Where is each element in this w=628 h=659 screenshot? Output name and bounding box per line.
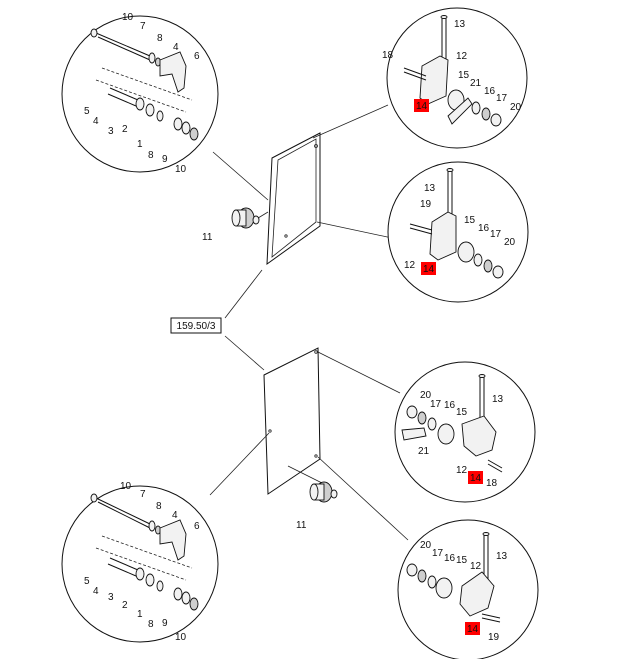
label-17c: 17 [430, 399, 442, 410]
label-14-d: 14 [467, 624, 479, 635]
label-17: 17 [496, 93, 508, 104]
label-3: 3 [108, 126, 114, 137]
label-16c: 16 [444, 400, 456, 411]
reference-label: 159.50/3 [177, 321, 216, 332]
label-15b: 15 [464, 215, 476, 226]
label-4b: 4 [93, 116, 99, 127]
label-12b: 12 [404, 260, 416, 271]
label-17b: 17 [490, 229, 502, 240]
highlight-14-d [465, 622, 480, 635]
label-2: 2 [122, 124, 128, 135]
label-11: 11 [202, 232, 213, 243]
label-21: 21 [470, 78, 482, 89]
label-10c: 10 [120, 481, 132, 492]
label-12: 12 [456, 51, 468, 62]
highlight-14-b [421, 262, 436, 275]
label-13: 13 [454, 19, 466, 30]
label-14-b: 14 [423, 264, 435, 275]
label-1b: 1 [137, 609, 143, 620]
label-5: 5 [84, 106, 90, 117]
label-10: 10 [122, 12, 134, 23]
label-15c: 15 [456, 407, 468, 418]
label-20b: 20 [504, 237, 516, 248]
label-7: 7 [140, 21, 146, 32]
label-10b: 10 [175, 164, 187, 175]
label-12d: 12 [470, 561, 482, 572]
label-19b: 19 [488, 632, 500, 643]
highlight-14-c [468, 471, 483, 484]
label-20: 20 [510, 102, 522, 113]
label-1: 1 [137, 139, 143, 150]
label-5b: 5 [84, 576, 90, 587]
label-10d: 10 [175, 632, 187, 643]
label-8: 8 [157, 33, 163, 44]
label-4: 4 [173, 42, 179, 53]
label-9: 9 [162, 154, 168, 165]
label-16b: 16 [478, 223, 490, 234]
label-15: 15 [458, 70, 470, 81]
label-9b: 9 [162, 618, 168, 629]
label-16: 16 [484, 86, 496, 97]
label-8d: 8 [148, 619, 154, 630]
label-8b: 8 [148, 150, 154, 161]
label-12c: 12 [456, 465, 468, 476]
label-18: 18 [382, 50, 394, 61]
detail-circle-lower-right-1: 20 17 16 15 13 21 12 18 14 [394, 361, 536, 503]
detail-circle-mid-right: 13 19 15 16 17 20 12 14 [387, 161, 529, 303]
label-4d: 4 [93, 586, 99, 597]
label-13c: 13 [492, 394, 504, 405]
label-13b: 13 [424, 183, 436, 194]
label-3b: 3 [108, 592, 114, 603]
label-18c: 18 [486, 478, 498, 489]
label-4c: 4 [172, 510, 178, 521]
detail-circle-bottom-left: 10 7 8 4 6 5 4 3 2 1 8 9 10 [61, 481, 219, 643]
label-8c: 8 [156, 501, 162, 512]
label-11b: 11 [296, 520, 307, 531]
reference-box: 159.50/3 [170, 317, 222, 334]
label-19: 19 [420, 199, 432, 210]
label-14-a: 14 [416, 101, 428, 112]
label-2b: 2 [122, 600, 128, 611]
lower-window-panel [263, 347, 321, 495]
label-13d: 13 [496, 551, 508, 562]
upper-window-panel [266, 132, 321, 266]
detail-circle-top-right: 13 18 12 15 21 16 17 20 14 [382, 7, 528, 149]
rubber-mount-upper: 11 [202, 207, 260, 243]
label-17d: 17 [432, 548, 444, 559]
label-6: 6 [194, 51, 200, 62]
detail-circle-top-left: 10 7 8 4 6 5 4 3 2 1 8 9 10 [61, 12, 219, 175]
label-15d: 15 [456, 555, 468, 566]
label-20d: 20 [420, 540, 432, 551]
leader-lines [209, 104, 409, 541]
label-21c: 21 [418, 446, 430, 457]
label-20c: 20 [420, 390, 432, 401]
detail-circle-bottom-right: 20 17 16 15 13 12 19 14 [397, 519, 539, 659]
highlight-14-a [414, 99, 429, 112]
rubber-mount-lower: 11 [296, 481, 338, 531]
label-7b: 7 [140, 489, 146, 500]
label-6b: 6 [194, 521, 200, 532]
label-14-c: 14 [470, 473, 482, 484]
label-16d: 16 [444, 553, 456, 564]
